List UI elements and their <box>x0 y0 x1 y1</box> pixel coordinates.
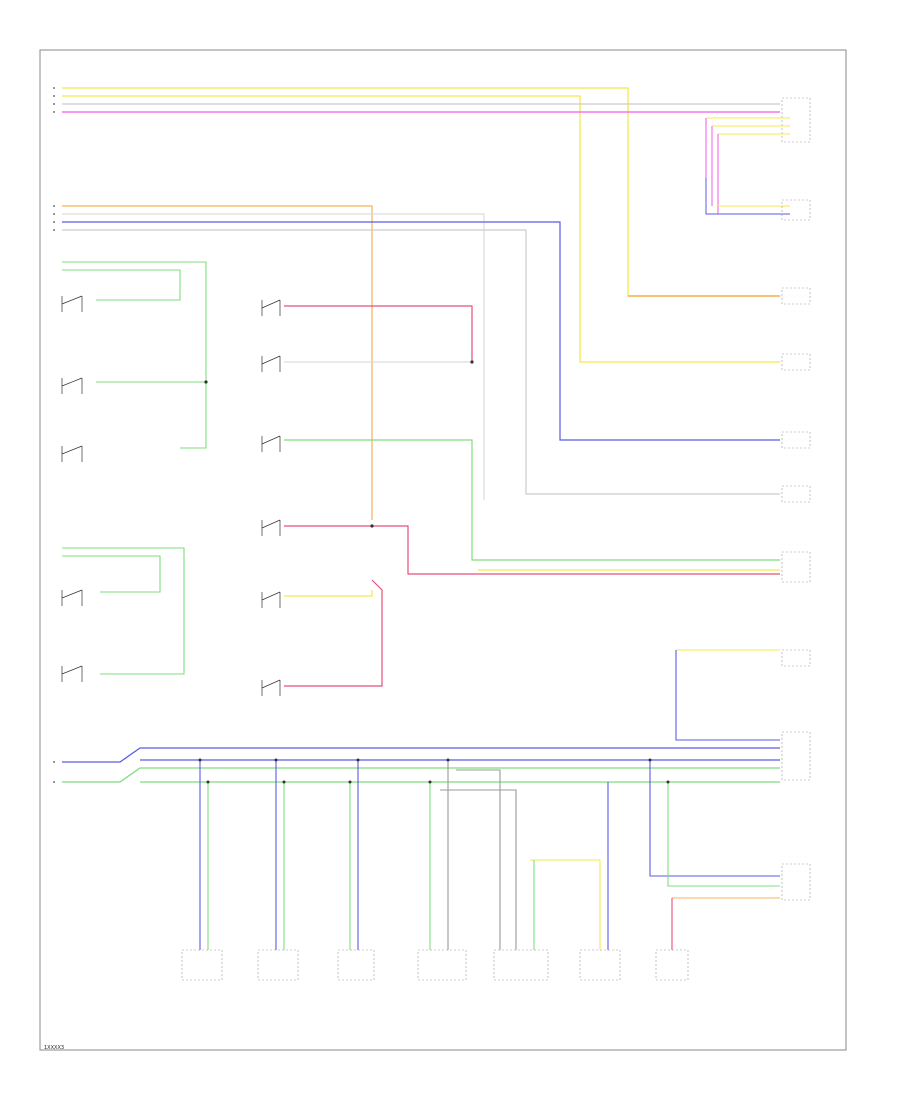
left-switch-group-2 <box>62 547 185 675</box>
bottom-components <box>181 949 689 981</box>
second-bus-wires <box>62 205 780 520</box>
top-bus-wires <box>62 87 780 363</box>
connector-right-top <box>705 97 811 215</box>
footer-code: 1XXXX3 <box>44 1045 65 1051</box>
left-switch-group-1 <box>62 261 207 449</box>
left-pin-markers <box>53 87 55 783</box>
diagram-frame <box>39 49 847 1051</box>
switches-centre <box>261 299 281 696</box>
bottom-drop-wires <box>199 760 780 950</box>
centre-switch-wires <box>284 305 780 687</box>
splice-points <box>198 360 670 784</box>
right-connectors <box>781 199 811 901</box>
right-side-wires <box>675 649 780 741</box>
bottom-bus-wires <box>62 747 780 783</box>
switches-left-1 <box>61 295 83 462</box>
switches-left-2 <box>61 589 83 682</box>
